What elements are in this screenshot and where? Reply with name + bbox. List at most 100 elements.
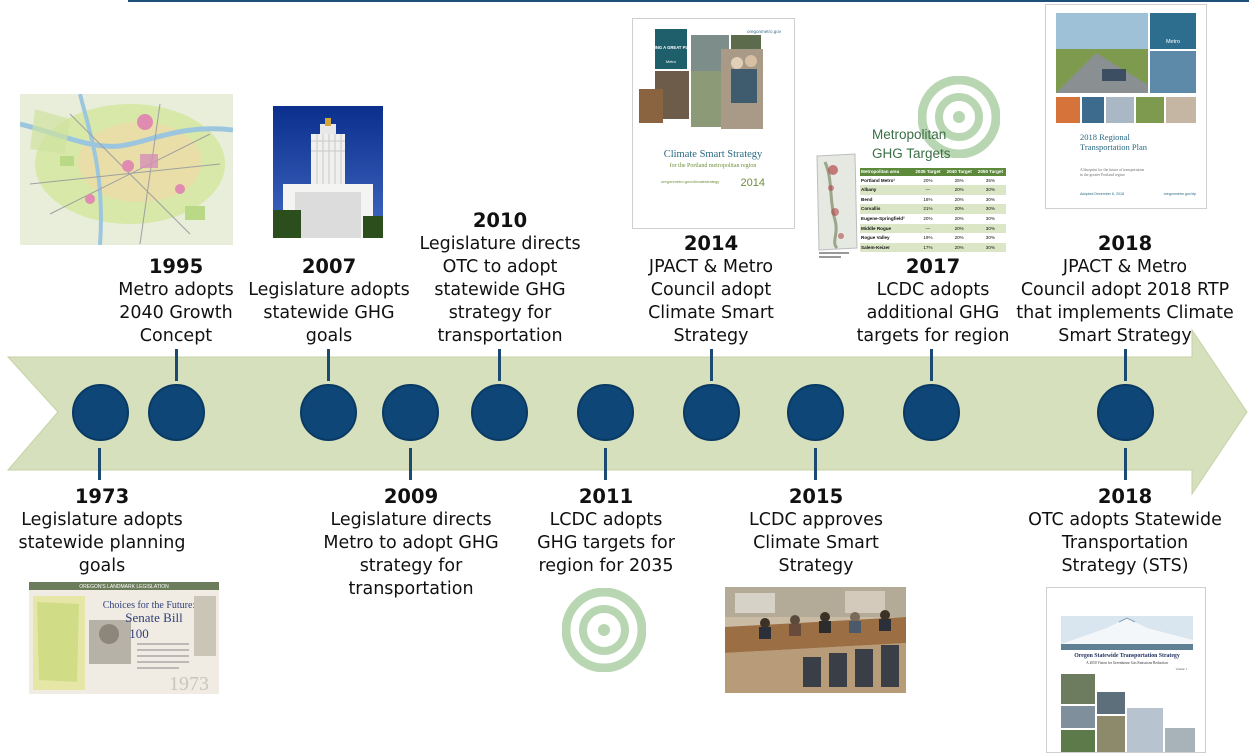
event-year: 2007 <box>301 255 357 278</box>
sb100-banner: OREGON'S LANDMARK LEGISLATION <box>79 584 169 590</box>
css-subtitle: for the Portland metropolitan region <box>670 162 757 169</box>
rtp-title-line-2: Transportation Plan <box>1080 142 1148 152</box>
lcdc-meeting-photo <box>725 587 906 693</box>
ghg-cell: 30% <box>985 225 995 231</box>
rtp-subtitle-line-1: A blueprint for the future of transporta… <box>1080 168 1144 172</box>
sb100-number: 100 <box>129 626 149 641</box>
event-description: LCDC adopts GHG targets for region for 2… <box>537 510 675 576</box>
senate-bill-100-poster: OREGON'S LANDMARK LEGISLATION Choices fo… <box>29 582 219 694</box>
top-rule <box>128 0 1249 2</box>
css-brand: Metro <box>666 59 677 64</box>
stem-2018a <box>1124 349 1127 381</box>
ghg-cell: Eugene-Springfield² <box>861 215 905 221</box>
event-description: Metro adopts 2040 Growth Concept <box>118 280 234 346</box>
ghg-col-header: 2035 Target <box>915 169 941 174</box>
target-icon <box>562 588 646 672</box>
sb100-title-2: Senate Bill <box>125 610 183 625</box>
stem-2007 <box>327 349 330 381</box>
ghg-cell: 21% <box>923 206 933 212</box>
sb100-title: Choices for the Future: <box>103 600 195 611</box>
event-year: 2009 <box>383 485 439 508</box>
table-row: Portland Metro¹ 20% 25% 35% <box>860 175 1006 186</box>
ghg-cell: 20% <box>954 206 964 212</box>
event-year: 2018 <box>1097 485 1153 508</box>
rtp-url: oregonmetro.gov/rtp <box>1164 192 1196 196</box>
stem-2015 <box>814 448 817 480</box>
event-description: OTC adopts Statewide Transportation Stra… <box>1028 510 1222 576</box>
rtp-title: 2018 Regional Transportation Plan <box>1080 132 1148 152</box>
ghg-cell: 20% <box>923 177 933 183</box>
event-year: 2011 <box>578 485 634 508</box>
ghg-cell: 20% <box>923 215 933 221</box>
ghg-cell: 30% <box>985 215 995 221</box>
sts-title: Oregon Statewide Transportation Strategy <box>1074 653 1180 659</box>
event-year: 1995 <box>148 255 204 278</box>
table-row: Salem-Keizer 17% 20% 30% <box>860 242 1006 253</box>
ghg-cell: — <box>925 225 931 231</box>
event-2017: 2017 LCDC adopts additional GHG targets … <box>850 254 1016 348</box>
event-2007: 2007 Legislature adopts statewide GHG go… <box>243 254 415 348</box>
sb100-year: 1973 <box>169 673 209 694</box>
ghg-cell: 35% <box>985 177 995 183</box>
timeline-node-2015 <box>787 384 844 441</box>
event-year: 2010 <box>472 209 528 232</box>
event-description: JPACT & Metro Council adopt Climate Smar… <box>648 257 774 346</box>
css-url: oregonmetro.gov/climatestrategy <box>661 179 719 184</box>
ghg-cell: 30% <box>985 187 995 193</box>
event-year: 2018 <box>1097 232 1153 255</box>
table-row: Eugene-Springfield² 20% 20% 30% <box>860 213 1006 224</box>
timeline-node-2010 <box>471 384 528 441</box>
ghg-cell: Portland Metro¹ <box>861 177 895 183</box>
table-row: Bend 18% 20% 30% <box>860 194 1006 205</box>
stem-2010 <box>498 349 501 381</box>
timeline-node-2011 <box>577 384 634 441</box>
sts-subtitle: A 2050 Vision for Greenhouse Gas Emissio… <box>1086 661 1168 665</box>
table-row: Corvallis 21% 20% 30% <box>860 204 1006 214</box>
ghg-cell: 30% <box>985 206 995 212</box>
ghg-cell: — <box>925 187 931 193</box>
ghg-cell: Middle Rogue <box>861 225 892 231</box>
event-description: LCDC adopts additional GHG targets for r… <box>856 280 1010 346</box>
stem-1973 <box>98 448 101 480</box>
ghg-cell: 30% <box>985 235 995 241</box>
sts-volume: Volume 1 <box>1175 667 1187 671</box>
stem-2009 <box>409 448 412 480</box>
rtp-subtitle-line-2: in the greater Portland region <box>1080 173 1125 177</box>
stem-2018b <box>1124 448 1127 480</box>
ghg-cell: 20% <box>954 187 964 193</box>
target-icon <box>918 76 1000 158</box>
event-2018-rtp: 2018 JPACT & Metro Council adopt 2018 RT… <box>1010 231 1240 348</box>
event-year: 2014 <box>683 232 739 255</box>
event-2015: 2015 LCDC approves Climate Smart Strateg… <box>738 484 894 578</box>
ghg-targets-title: Metropolitan GHG Targets <box>872 127 951 161</box>
ghg-cell: 30% <box>985 244 995 250</box>
event-year: 2017 <box>905 255 961 278</box>
ghg-cell: Rogue Valley <box>861 235 890 241</box>
ghg-cell: Salem-Keizer <box>861 244 890 250</box>
ghg-cell: 30% <box>985 196 995 202</box>
ghg-cell: Bend <box>861 196 873 202</box>
ghg-cell: 20% <box>954 235 964 241</box>
ghg-col-header: 2040 Target <box>946 169 972 174</box>
rtp-subtitle: A blueprint for the future of transporta… <box>1080 168 1145 177</box>
ghg-cell: 17% <box>923 244 933 250</box>
stem-2011 <box>604 448 607 480</box>
event-description: Legislature directs OTC to adopt statewi… <box>419 234 581 346</box>
timeline-node-2018 <box>1097 384 1154 441</box>
table-row: Albany — 20% 30% <box>860 185 1006 195</box>
css-site: oregonmetro.gov <box>747 29 782 34</box>
css-cover-title: MAKING A GREAT PLACE <box>645 45 697 50</box>
rtp-2018-cover: Metro 2018 Regional Transportation Plan … <box>1045 4 1207 209</box>
capitol-building-photo <box>273 106 383 238</box>
ghg-cell: 20% <box>954 244 964 250</box>
table-row: Middle Rogue — 20% 30% <box>860 223 1006 234</box>
climate-smart-strategy-cover: oregonmetro.gov MAKING A GREAT PLACE Met… <box>632 18 795 229</box>
event-2014: 2014 JPACT & Metro Council adopt Climate… <box>627 231 795 348</box>
ghg-col-header: Metropolitan area <box>861 169 900 174</box>
stem-2017 <box>930 349 933 381</box>
ghg-cell: 19% <box>923 235 933 241</box>
timeline-node-1995 <box>148 384 205 441</box>
event-description: JPACT & Metro Council adopt 2018 RTP tha… <box>1016 257 1234 346</box>
ghg-cell: 25% <box>954 177 964 183</box>
stem-2014 <box>710 349 713 381</box>
